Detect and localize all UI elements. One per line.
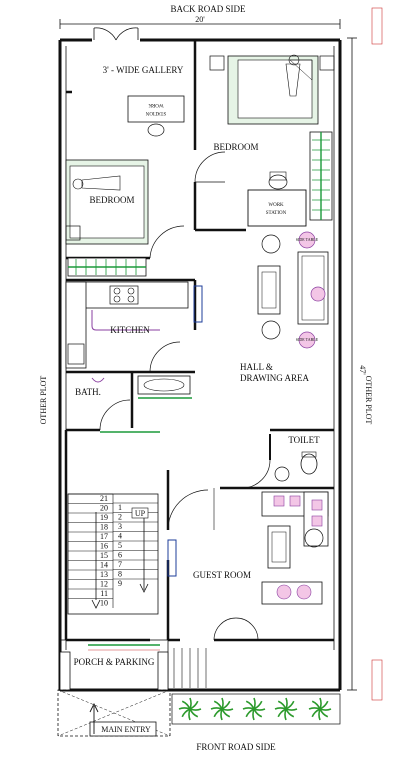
work-station-a-line1: WORK xyxy=(148,102,164,107)
other-plot-left-label: OTHER PLOT xyxy=(39,376,48,425)
bedside-table xyxy=(319,55,335,71)
side-table-2-label: SIDE TABLE xyxy=(296,337,319,342)
depth-dimension-line xyxy=(347,37,357,691)
stair-step-number: 14 xyxy=(100,561,108,570)
other-plot-right-label: OTHER PLOT xyxy=(364,376,373,425)
work-station-a: WORK STATION xyxy=(127,95,185,137)
stair-step-number: 7 xyxy=(118,560,122,569)
back-road-label: BACK ROAD SIDE xyxy=(170,4,246,14)
guest-armchairs xyxy=(261,581,323,605)
main-entry-label: MAIN ENTRY xyxy=(101,725,151,734)
toilet-label: TOILET xyxy=(288,435,320,445)
hall-chair xyxy=(261,234,281,340)
sofa-set xyxy=(297,251,329,325)
width-dimension-line xyxy=(59,19,341,29)
main-entry-gate xyxy=(57,689,171,737)
stair-step-number: 19 xyxy=(100,513,108,522)
work-station-a-line2: STATION xyxy=(145,110,166,115)
stair-step-number: 1 xyxy=(118,503,122,512)
stove-icon xyxy=(109,285,139,305)
stair-step-number: 18 xyxy=(100,523,108,532)
width-dimension: 20' xyxy=(195,15,205,24)
stair-step-number: 17 xyxy=(100,532,108,541)
side-table-1: SIDE TABLE xyxy=(296,231,319,249)
toilet-fixtures xyxy=(274,451,318,482)
bedside-table xyxy=(209,55,225,71)
front-planters xyxy=(178,697,332,721)
wardrobe-top-bedroom xyxy=(309,131,333,221)
plant-icon xyxy=(274,697,298,721)
window-kitchen xyxy=(193,285,203,323)
depth-dimension: 47' xyxy=(358,365,367,375)
guest-chair xyxy=(304,528,324,548)
bed-top-bedroom xyxy=(227,54,319,125)
kitchen-label: KITCHEN xyxy=(110,325,150,335)
stair-step-number: 12 xyxy=(100,580,108,589)
work-station-b-line2: STATION xyxy=(266,211,287,216)
window-guest xyxy=(167,539,177,577)
wardrobe-left-bedroom xyxy=(67,257,147,277)
stair-step-number: 13 xyxy=(100,570,108,579)
center-table xyxy=(257,265,281,315)
stair-step-number: 2 xyxy=(118,513,122,522)
rear-double-door xyxy=(93,27,139,41)
stair-up-label: UP xyxy=(135,509,146,518)
door-swing xyxy=(241,459,271,489)
stair-step-number: 4 xyxy=(118,532,122,541)
door-swing xyxy=(149,225,185,259)
shower-icon xyxy=(91,377,105,383)
door-swing xyxy=(99,399,131,431)
work-station-b: WORK STATION xyxy=(247,171,307,227)
guest-sofa xyxy=(261,491,329,547)
bath-label: BATH. xyxy=(75,387,101,397)
porch-steps xyxy=(173,648,207,688)
planter-bed xyxy=(171,693,341,725)
door-swing xyxy=(167,489,209,531)
bedside-table xyxy=(65,225,81,241)
stair-up-arrow: UP xyxy=(91,507,149,609)
guest-center-table xyxy=(267,525,291,569)
stair-step-number: 15 xyxy=(100,551,108,560)
stair-step-number: 10 xyxy=(100,599,108,608)
stair-step-number: 20 xyxy=(100,504,108,513)
hall-label-line1: HALL & xyxy=(240,362,273,372)
stair-step-number: 16 xyxy=(100,542,108,551)
porch-label: PORCH & PARKING xyxy=(74,657,155,667)
plant-icon xyxy=(308,697,332,721)
edge-mark-bottom xyxy=(371,659,383,701)
guest-room-label: GUEST ROOM xyxy=(193,570,251,580)
stair-step-number: 3 xyxy=(118,522,122,531)
sink-icon xyxy=(67,343,85,365)
porch-area xyxy=(59,639,169,691)
stair-step-number: 21 xyxy=(100,494,108,503)
guest-front-doors xyxy=(213,617,259,641)
stair-step-number: 5 xyxy=(118,541,122,550)
gallery-label: 3' - WIDE GALLERY xyxy=(103,65,184,75)
door-swing xyxy=(149,341,181,373)
plant-icon xyxy=(242,697,266,721)
bedroom-top-label: BEDROOM xyxy=(213,142,258,152)
work-station-b-line1: WORK xyxy=(268,203,284,208)
side-table-1-label: SIDE TABLE xyxy=(296,237,319,242)
hall-label-line2: DRAWING AREA xyxy=(240,373,310,383)
bathtub xyxy=(137,375,192,399)
door-swing xyxy=(194,151,226,183)
bedroom-left-label: BEDROOM xyxy=(89,195,134,205)
stair-step-number: 11 xyxy=(100,589,108,598)
side-table-2: SIDE TABLE xyxy=(296,331,319,349)
plant-icon xyxy=(178,697,202,721)
stair-step-number: 9 xyxy=(118,579,122,588)
front-road-label: FRONT ROAD SIDE xyxy=(196,742,276,752)
plant-icon xyxy=(210,697,234,721)
edge-mark-top xyxy=(371,7,383,45)
stair-step-number: 8 xyxy=(118,570,122,579)
stair-step-number: 6 xyxy=(118,551,122,560)
